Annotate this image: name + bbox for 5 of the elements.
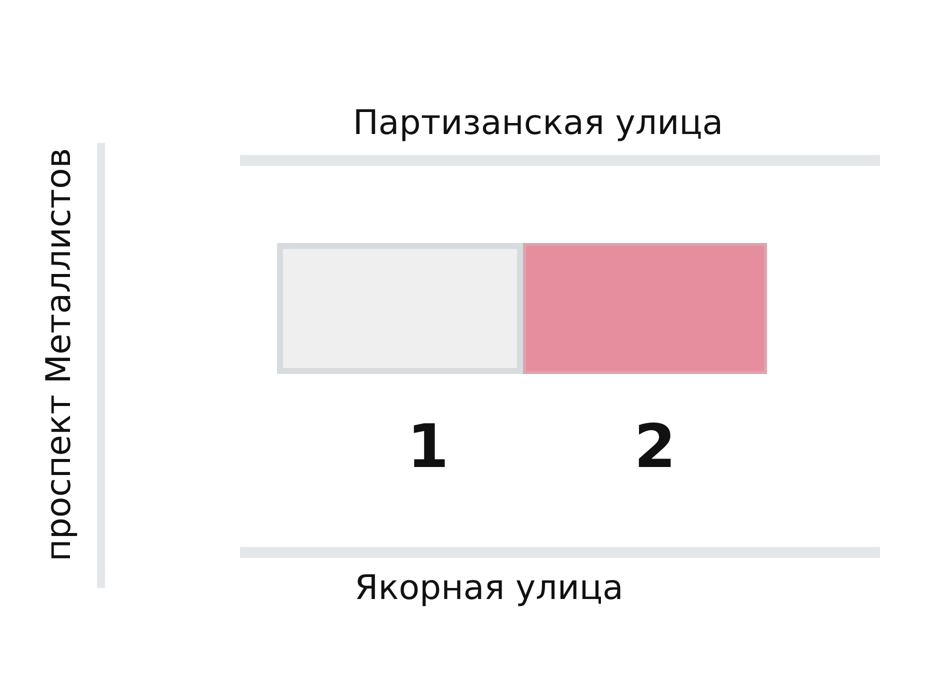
street-name: Партизанская улица	[352, 106, 724, 140]
street-name: Якорная улица	[354, 571, 624, 605]
section-number: 2	[634, 417, 676, 477]
section-number: 1	[407, 417, 449, 477]
street-name: проспект Металлистов	[42, 148, 76, 562]
